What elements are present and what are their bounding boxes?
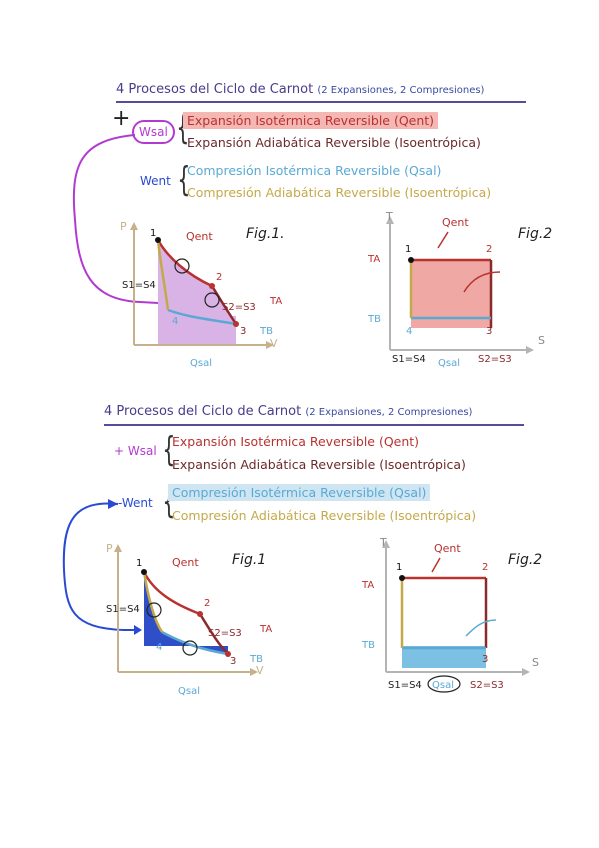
ts-s-axis: S [538,334,545,347]
title-underline [116,101,526,103]
pv-ta: TA [259,624,272,635]
work-in-label: Went [140,174,171,188]
ts-t-axis: T [385,212,393,223]
ts-s2s3: S2=S3 [470,680,504,691]
pv-q-in: Qent [172,556,199,569]
section-1: 4 Procesos del Ciclo de Carnot (2 Expans… [0,0,599,400]
fig-1-label: Fig.1 [232,552,267,568]
work-out-label: + Wsal [114,444,157,458]
work-in-label: -Went [118,496,153,510]
ts-tb: TB [361,640,375,651]
p-axis-label: P [106,542,113,555]
compression-isothermal: Compresión Isotérmica Reversible (Qsal) [187,163,442,178]
pv-diagram-1: P V 1 2 3 4 Qent Qsal S1=S4 S2=S3 TA TB [120,220,282,369]
ts-q-out: Qsal [438,358,460,369]
title-detail: (2 Expansiones, 2 Compresiones) [317,85,485,96]
ts-s-axis: S [532,656,539,669]
section-1-title: 4 Procesos del Ciclo de Carnot (2 Expans… [116,82,484,97]
pv-q-out: Qsal [190,358,212,369]
ts-ta: TA [367,254,380,265]
pv-node-3: 3 [230,656,236,667]
ts-node-3: 3 [486,326,492,337]
compression-adiabatic: Compresión Adiabática Reversible (Isoent… [172,508,477,523]
title-detail: (2 Expansiones, 2 Compresiones) [305,407,473,418]
ts-node-1: 1 [405,244,411,255]
ts-tb: TB [367,314,381,325]
ts-node-2: 2 [482,562,488,573]
pv-node-3: 3 [240,326,246,337]
expansion-adiabatic: Expansión Adiabática Reversible (Isoentr… [172,457,466,472]
expansion-isothermal: Expansión Isotérmica Reversible (Qent) [172,434,420,449]
ts-ta: TA [361,580,374,591]
ts-q-in: Qent [434,542,461,555]
ts-s2s3: S2=S3 [478,354,512,365]
expansion-adiabatic: Expansión Adiabática Reversible (Isoentr… [187,135,481,150]
pv-tb: TB [249,654,263,665]
section-2-title: 4 Procesos del Ciclo de Carnot (2 Expans… [104,404,472,419]
pv-q-in: Qent [186,230,213,243]
fig-2-label: Fig.2 [508,552,543,568]
ts-s1s4: S1=S4 [392,354,426,365]
pv-node-4: 4 [156,642,162,653]
ts-q-out: Qsal [432,680,454,691]
ts-t-axis: T [379,536,387,549]
pv-node-1: 1 [136,558,142,569]
pv-s1s4: S1=S4 [106,604,140,615]
pv-ta: TA [269,296,282,307]
ts-node-3: 3 [482,654,488,665]
title-prefix: 4 Procesos del Ciclo de Carnot [104,404,302,419]
pv-s2s3: S2=S3 [222,302,256,313]
fig-2-label: Fig.2 [518,226,553,242]
pv-diagram-2: P V 1 2 3 4 Qent Qsal S1=S4 S2=S3 TA TB [106,542,272,697]
title-prefix: 4 Procesos del Ciclo de Carnot [116,82,314,97]
ts-node-1: 1 [396,562,402,573]
pv-q-out: Qsal [178,686,200,697]
ts-node-4: 4 [406,326,412,337]
brace-top: { [162,430,176,470]
ts-diagram-2: T S 1 2 3 Qent TA TB S1=S4 Qsal S2=S3 [361,536,539,693]
v-axis-label: V [270,337,278,350]
pv-s1s4: S1=S4 [122,280,156,291]
plus-sign: + [112,106,131,131]
brace-mid: { [177,160,191,200]
expansion-isothermal: Expansión Isotérmica Reversible (Qent) [183,112,439,129]
pv-node-1: 1 [150,228,156,239]
ts-diagram-1: T S 1 2 3 4 Qent TA TB S1=S4 Qsal S2=S3 [367,212,545,369]
pv-node-2: 2 [204,598,210,609]
ts-node-2: 2 [486,244,492,255]
pv-node-4: 4 [172,316,178,327]
v-axis-label: V [256,664,264,677]
title-underline [104,424,524,426]
section-2: 4 Procesos del Ciclo de Carnot (2 Expans… [0,400,599,848]
pv-node-2: 2 [216,272,222,283]
ts-s1s4: S1=S4 [388,680,422,691]
pv-tb: TB [259,326,273,337]
work-out-text: Wsal [139,125,168,139]
fig-1-label: Fig.1. [246,226,285,242]
work-out-label: Wsal [132,120,175,144]
compression-isothermal: Compresión Isotérmica Reversible (Qsal) [168,484,431,501]
p-axis-label: P [120,220,127,233]
compression-adiabatic: Compresión Adiabática Reversible (Isoent… [187,185,492,200]
pv-s2s3: S2=S3 [208,628,242,639]
ts-q-in: Qent [442,216,469,229]
